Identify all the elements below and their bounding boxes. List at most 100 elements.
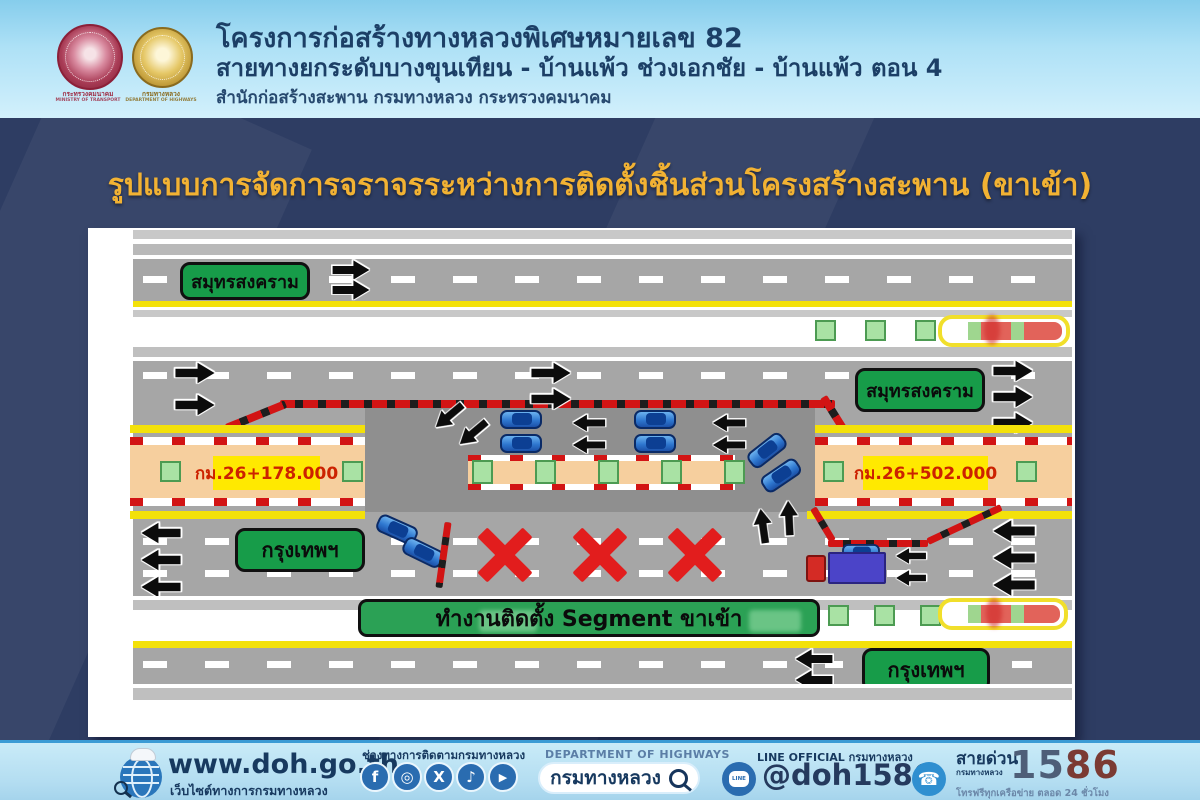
bridge-pier [342, 461, 363, 482]
doh-seal-caption-en: DEPARTMENT OF HIGHWAYS [125, 98, 197, 104]
bridge-pier [865, 320, 886, 341]
search-icon [114, 781, 128, 795]
destination-sign-bangkok: กรุงเทพฯ [235, 528, 365, 572]
truck-cab [806, 555, 826, 582]
road-edge-line [133, 255, 1072, 259]
doh-seal-caption-th: กรมทางหลวง [142, 90, 180, 98]
lane-arrow-right [531, 362, 571, 384]
lane-arrow-left [572, 436, 606, 454]
road-shoulder [133, 244, 1072, 255]
project-title-line1: โครงการก่อสร้างทางหลวงพิเศษหมายเลข 82 [216, 23, 743, 54]
hotline-number: 1586 [1010, 743, 1120, 787]
median-tick-border [468, 455, 735, 461]
project-title-line2: สายทางยกระดับบางขุนเทียน - บ้านแพ้ว ช่วง… [216, 54, 943, 82]
banner-blur-patch [749, 610, 801, 632]
closed-lane-x [476, 526, 534, 584]
department-of-highways-seal-icon [132, 27, 193, 88]
search-icon [668, 768, 688, 788]
segment-block [1024, 605, 1060, 623]
truck-trailer [828, 552, 886, 584]
traffic-car [500, 434, 542, 453]
ministry-of-transport-seal-icon [57, 24, 123, 90]
yellow-edge-line [133, 301, 1072, 307]
yellow-median-line [130, 425, 365, 433]
merge-arrow-up [779, 500, 799, 536]
lane-arrow-left [572, 414, 606, 432]
median-tick-border [815, 437, 1072, 445]
bridge-pier [598, 460, 619, 484]
destination-sign-samut-songkhram: สมุทรสงคราม [855, 368, 985, 412]
ministry-seal-caption-th: กระทรวงคมนาคม [62, 90, 114, 98]
banner-blur-patch [479, 610, 537, 632]
median-tick-border [130, 437, 365, 445]
lifting-marker [984, 315, 1000, 345]
traffic-car [634, 410, 676, 429]
lane-arrow-left [993, 574, 1035, 596]
bridge-pier [1016, 461, 1037, 482]
lane-arrow-right [993, 386, 1033, 408]
phone-icon: ☎ [912, 762, 946, 796]
lane-arrow-left [993, 547, 1035, 569]
x-icon: X [424, 762, 454, 792]
median-tick-border [815, 498, 1072, 506]
website-caption: เว็บไซต์ทางการกรมทางหลวง [170, 783, 328, 798]
lane-arrow-left [712, 436, 746, 454]
road-shoulder [133, 347, 1072, 357]
hotline-sub-label: กรมทางหลวง [956, 768, 1003, 777]
footer: www.doh.go.th เว็บไซต์ทางการกรมทางหลวง ช… [0, 743, 1200, 800]
ministry-seal-caption-en: MINISTRY OF TRANSPORT [55, 98, 121, 104]
bridge-pier [724, 460, 745, 484]
segment-gantry [938, 598, 1068, 630]
segment-block [1011, 605, 1024, 623]
yellow-median-line [815, 425, 1072, 433]
lane-arrow-left [993, 520, 1035, 542]
lane-arrow-left [141, 576, 181, 598]
segment-block [1011, 322, 1024, 340]
road-edge-line [133, 637, 1072, 641]
km-marker-left: กม.26+178.000 [195, 456, 338, 490]
bridge-pier [828, 605, 849, 626]
bridge-pier [472, 460, 493, 484]
page-title: รูปแบบการจัดการจราจรระหว่างการติดตั้งชิ้… [107, 168, 1093, 203]
lane-arrow-left [896, 548, 926, 564]
lane-arrow-right [175, 394, 215, 416]
instagram-icon: ◎ [392, 762, 422, 792]
line-icon-label: LINE [729, 771, 749, 787]
segment-gantry [938, 315, 1070, 347]
road-shoulder [133, 688, 1072, 700]
road-shoulder [133, 230, 1072, 239]
line-id: @doh1586 [762, 758, 934, 792]
facebook-icon: f [360, 762, 390, 792]
road-edge-line [133, 596, 1072, 600]
lane-arrow-left [712, 414, 746, 432]
work-banner-label: ทำงานติดตั้ง Segment ขาเข้า [435, 606, 743, 632]
lane-dash-line [143, 372, 1063, 379]
project-title-line3: สำนักก่อสร้างสะพาน กรมทางหลวง กระทรวงคมน… [216, 88, 612, 108]
lane-arrow-left [141, 549, 181, 571]
bridge-pier [874, 605, 895, 626]
yellow-edge-line [133, 641, 1072, 648]
hotline-label: สายด่วน [956, 749, 1019, 769]
social-icons: f ◎ X ♪ ▶ [360, 762, 518, 792]
closed-lane-x [571, 526, 629, 584]
line-icon: LINE [722, 762, 756, 796]
road-edge-line [133, 357, 1072, 361]
line-heading: LINE OFFICIAL กรมทางหลวง [757, 751, 913, 764]
social-heading: ช่องทางการติดตามกรมทางหลวง [362, 748, 526, 762]
lane-arrow-left [795, 649, 833, 669]
closed-lane-x [666, 526, 724, 584]
segment-block [968, 605, 981, 623]
lane-arrow-right [531, 388, 571, 410]
lane-arrow-right [175, 362, 215, 384]
bridge-pier [160, 461, 181, 482]
bridge-pier [915, 320, 936, 341]
doh-search-pill: กรมทางหลวง [538, 762, 700, 794]
hotline-caption: โทรฟรีทุกเครือข่าย ตลอด 24 ชั่วโมง [956, 788, 1109, 799]
doh-seal-caption: กรมทางหลวง DEPARTMENT OF HIGHWAYS [119, 90, 203, 104]
yellow-median-line [807, 511, 1072, 519]
lane-dash [1012, 661, 1032, 668]
traffic-car [500, 410, 542, 429]
lane-arrow-left [896, 570, 926, 586]
bridge-pier [661, 460, 682, 484]
